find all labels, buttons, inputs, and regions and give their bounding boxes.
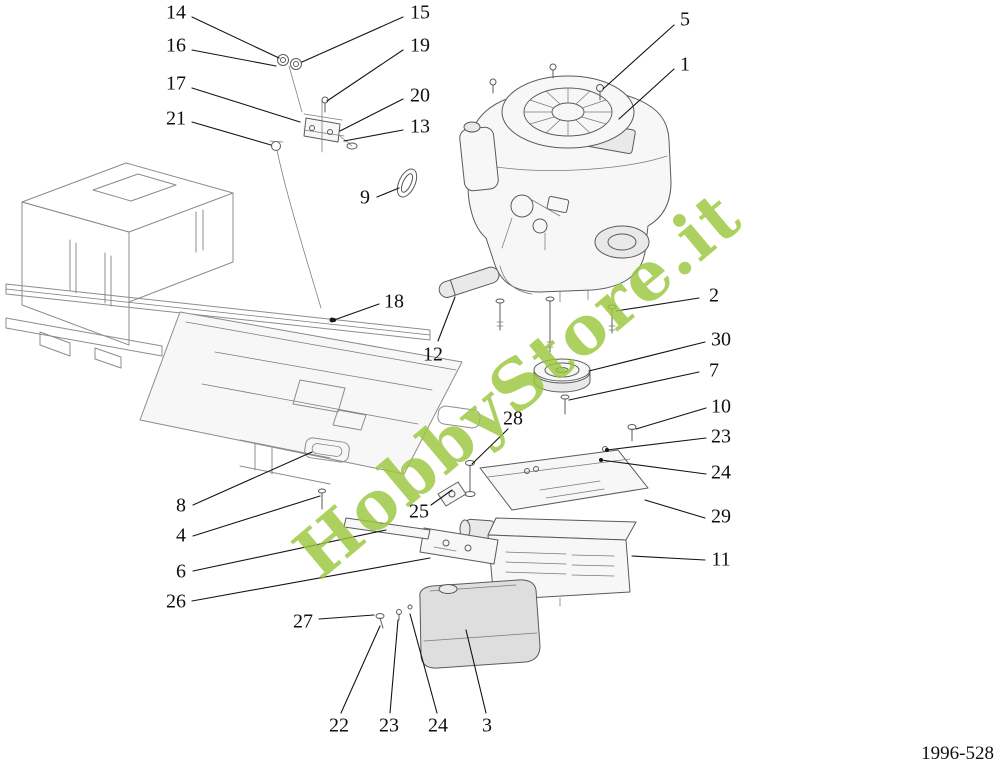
callout-4: 4 xyxy=(176,524,186,547)
pulley xyxy=(533,358,591,393)
callout-12: 12 xyxy=(423,343,443,366)
callout-26: 26 xyxy=(166,590,186,613)
callout-6: 6 xyxy=(176,560,186,583)
leader-line xyxy=(631,555,706,561)
leader-line xyxy=(615,297,700,312)
leader-line xyxy=(339,98,404,132)
callout-19: 19 xyxy=(410,34,430,57)
callout-23-right: 23 xyxy=(711,425,731,448)
leader-line xyxy=(606,437,707,451)
leader-line xyxy=(326,49,404,102)
callout-28: 28 xyxy=(503,407,523,430)
callout-15: 15 xyxy=(410,1,430,24)
callout-14: 14 xyxy=(166,1,186,24)
leader-line xyxy=(376,187,400,198)
leader-line xyxy=(191,49,277,67)
callout-2: 2 xyxy=(709,284,719,307)
spacer-tube xyxy=(438,266,500,298)
engine-shroud-bolts xyxy=(489,63,604,101)
leader-line xyxy=(465,629,487,714)
leader-line xyxy=(588,341,706,372)
callout-29: 29 xyxy=(711,505,731,528)
leader-line xyxy=(602,24,675,90)
callout-25: 25 xyxy=(409,500,429,523)
leader-line xyxy=(409,613,438,714)
leader-line xyxy=(471,428,509,465)
callout-23-bottom: 23 xyxy=(379,714,399,737)
document-reference: 1996-528 xyxy=(921,743,994,764)
callout-30: 30 xyxy=(711,328,731,351)
leader-line xyxy=(600,459,707,475)
leader-line xyxy=(437,296,456,342)
leader-line xyxy=(191,16,280,59)
engine-group xyxy=(459,63,672,303)
leader-line xyxy=(333,303,380,321)
leader-line xyxy=(635,407,707,430)
callout-9: 9 xyxy=(360,186,370,209)
callout-24-bottom: 24 xyxy=(428,714,448,737)
leader-line xyxy=(430,489,453,506)
callout-27: 27 xyxy=(293,610,313,633)
leader-lines xyxy=(191,16,707,714)
leader-line xyxy=(192,451,313,506)
callout-17: 17 xyxy=(166,72,186,95)
throttle-control-group xyxy=(269,54,418,323)
callout-16: 16 xyxy=(166,34,186,57)
callout-21: 21 xyxy=(166,107,186,130)
callout-13: 13 xyxy=(410,115,430,138)
callout-5: 5 xyxy=(680,8,690,31)
callout-24-right: 24 xyxy=(711,461,731,484)
leader-line xyxy=(343,129,404,142)
muffler-canister-group xyxy=(419,579,541,669)
leader-line xyxy=(191,121,272,146)
callout-10: 10 xyxy=(711,395,731,418)
leader-line xyxy=(192,529,387,572)
leader-line xyxy=(340,625,381,714)
callout-7: 7 xyxy=(709,359,719,382)
heat-shield-group xyxy=(479,449,649,511)
callout-18: 18 xyxy=(384,290,404,313)
leader-line xyxy=(192,495,321,537)
leader-line xyxy=(318,614,375,620)
callout-3: 3 xyxy=(482,714,492,737)
leader-line xyxy=(301,16,404,63)
callout-8: 8 xyxy=(176,494,186,517)
leader-line xyxy=(191,87,301,123)
hardware-group xyxy=(318,266,637,629)
leader-line xyxy=(191,557,431,602)
leader-line xyxy=(644,499,706,519)
callout-1: 1 xyxy=(680,53,690,76)
leader-line xyxy=(618,68,675,120)
fan-screen xyxy=(501,75,635,149)
frame-group xyxy=(5,162,481,485)
leader-line xyxy=(568,371,700,401)
callout-22: 22 xyxy=(329,714,349,737)
callout-11: 11 xyxy=(711,548,731,571)
leader-line xyxy=(389,619,399,714)
callout-20: 20 xyxy=(410,84,430,107)
